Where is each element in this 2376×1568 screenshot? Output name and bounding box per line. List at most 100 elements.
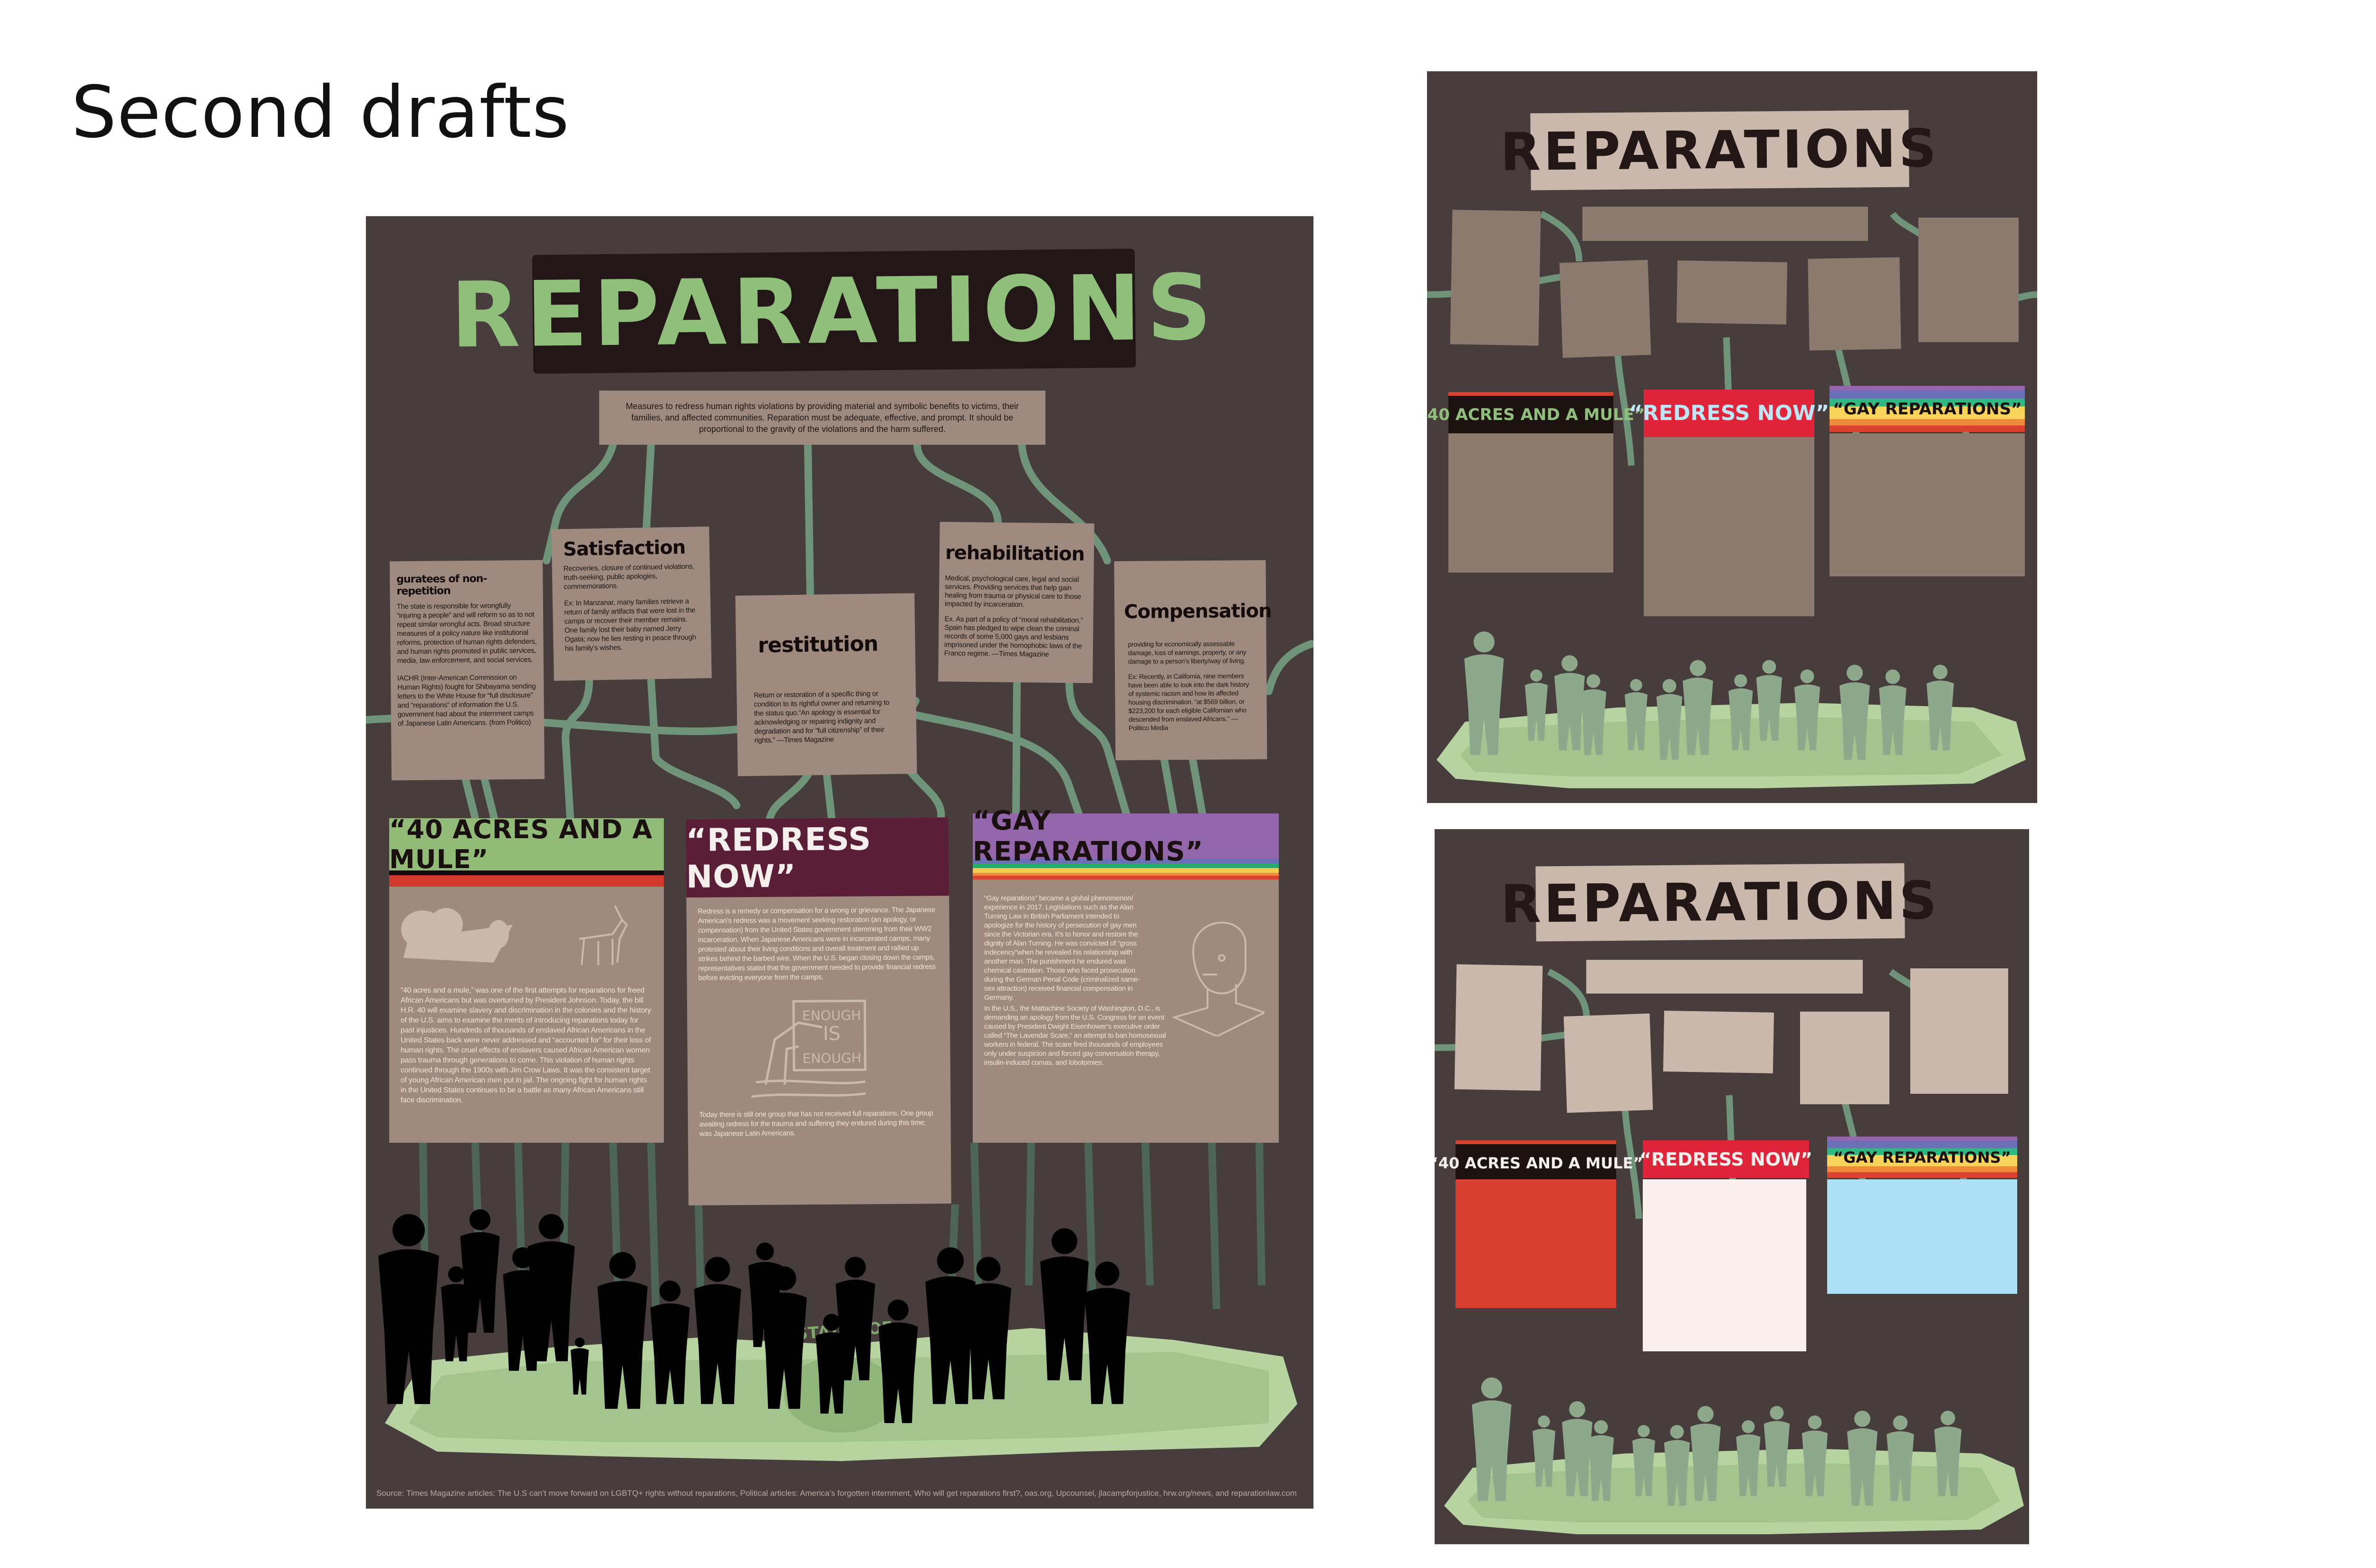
sign-line: ENOUGH (802, 1007, 861, 1023)
campaign-placeholder (1830, 433, 2025, 576)
person-silhouette (1533, 1415, 1555, 1487)
enough-is-enough-illustration: ENOUGH IS ENOUGH (699, 986, 939, 1107)
campaign-text: Today there is still one group that has … (699, 1109, 933, 1138)
campaign-placeholder-red (1455, 1179, 1616, 1309)
black-stripe (389, 870, 664, 875)
card-placeholder (1807, 257, 1901, 350)
card-rehabilitation: rehabilitation Medical, psychological ca… (938, 522, 1094, 683)
label-40-acres: “40 ACRES AND A MULE” (1435, 1140, 1643, 1182)
person-silhouette (1690, 1405, 1721, 1501)
person-silhouette (1887, 1415, 1914, 1501)
rainbow-stripe-red (973, 876, 1279, 880)
sign-line: ENOUGH (803, 1050, 862, 1066)
person-silhouette (1664, 1425, 1690, 1506)
person-silhouette (527, 1214, 575, 1361)
card-text: Ex. As part of a policy of “moral rehabi… (944, 615, 1083, 659)
card-text: Medical, psychological care, legal and s… (944, 574, 1081, 609)
person-silhouette (1683, 660, 1713, 755)
person-silhouette (441, 1266, 471, 1361)
campaign-title: “GAY REPARATIONS” (973, 805, 1204, 867)
label-text: “REDRESS NOW” (1639, 1148, 1813, 1170)
card-satisfaction: Satisfaction Recoveries, closure of cont… (551, 526, 712, 681)
campaign-text: In the U.S., the Mattachine Society of W… (984, 1004, 1166, 1067)
campaign-header: “REDRESS NOW” (686, 817, 949, 898)
card-heading: restitution (757, 631, 879, 658)
hand-sign-icon: ENOUGH IS ENOUGH (751, 999, 867, 1098)
card-placeholder (1800, 1011, 1889, 1105)
card-placeholder (1663, 1010, 1774, 1073)
person-silhouette (1632, 1425, 1655, 1496)
label-40-acres: “40 ACRES AND A MULE” (1427, 392, 1645, 439)
card-guarantees-of-non-repetition: guratees of non-repetition The state is … (389, 560, 545, 781)
person-silhouette (1472, 1377, 1512, 1501)
rainbow-stripe-yellow (973, 868, 1279, 873)
person-silhouette (1580, 674, 1607, 755)
dollar-crowd-illustration (1437, 631, 2026, 788)
campaign-placeholder-white (1642, 1179, 1806, 1351)
poster-title-banner: REPARATIONS (1500, 110, 1940, 190)
dollar-crowd-illustration: TED STATES OF (378, 1209, 1297, 1461)
campaign-header: “40 ACRES AND A MULE” (389, 814, 664, 874)
person-silhouette (570, 1338, 589, 1395)
source-citation: Source: Times Magazine articles: The U.S… (376, 1489, 1297, 1498)
person-silhouette (1656, 679, 1683, 760)
campaign-text: “40 acres and a mule,” was one of the fi… (401, 986, 651, 1104)
person-silhouette (761, 1266, 807, 1409)
campaign-text: “Gay reparations” became a global phenom… (984, 894, 1140, 1002)
campaign-redress-now: “REDRESS NOW” Redress is a remedy or com… (686, 817, 951, 1205)
alan-turing-portrait (1171, 921, 1265, 1036)
red-stripe (389, 875, 664, 887)
rainbow-stripe-blue (973, 859, 1279, 863)
card-placeholder (1450, 209, 1541, 346)
draft-poster-b: REPARATIONS “40 ACRES AND A MULE” “REDRE… (1435, 829, 2029, 1544)
campaign-body: “Gay reparations” became a global phenom… (973, 880, 1279, 1081)
poster-title: REPARATIONS (1500, 870, 1940, 935)
card-heading: Compensation (1124, 600, 1272, 623)
person-silhouette (1847, 1410, 1878, 1506)
definition-placeholder (1582, 206, 1868, 241)
campaign-placeholder (1448, 433, 1613, 573)
person-silhouette (694, 1257, 741, 1404)
label-text: “40 ACRES AND A MULE” (1427, 405, 1645, 425)
person-silhouette (1736, 1420, 1761, 1496)
person-silhouette (1879, 669, 1907, 755)
sign-line: IS (823, 1023, 841, 1045)
rainbow-stripe-orange (973, 873, 1279, 876)
definition-box: Measures to redress human rights violati… (599, 391, 1045, 445)
card-text: Return or restoration of a specific thin… (754, 689, 890, 745)
farm-mule-illustration (401, 905, 628, 966)
poster-title: REPARATIONS (1500, 117, 1940, 182)
card-placeholder (1677, 260, 1788, 325)
person-silhouette (1040, 1228, 1089, 1380)
person-silhouette (1625, 679, 1648, 750)
label-text: “GAY REPARATIONS” (1833, 1148, 2011, 1166)
person-silhouette (1464, 631, 1504, 755)
card-text: Recoveries, closure of continued violati… (563, 562, 695, 591)
person-silhouette (1756, 660, 1782, 741)
person-silhouette (597, 1252, 648, 1409)
person-silhouette (1728, 674, 1753, 750)
draft-poster-a: REPARATIONS “40 ACRES AND A MULE” “REDRE… (1427, 71, 2037, 803)
person-silhouette (925, 1247, 976, 1404)
person-silhouette (1588, 1420, 1614, 1501)
card-heading: Satisfaction (563, 536, 686, 561)
person-silhouette (1084, 1262, 1130, 1404)
dollar-crowd-illustration (1444, 1377, 2024, 1534)
card-text: The state is responsible for wrongfully … (396, 602, 537, 665)
label-text: “GAY REPARATIONS” (1833, 399, 2022, 419)
card-placeholder (1910, 968, 2009, 1094)
person-silhouette (1562, 1401, 1592, 1496)
main-poster: REPARATIONS Measures to redress human ri… (366, 216, 1313, 1509)
card-restitution: restitution Return or restoration of a s… (735, 593, 917, 776)
card-heading: rehabilitation (945, 542, 1085, 565)
page-title: Second drafts (71, 71, 570, 154)
person-silhouette (460, 1209, 500, 1333)
card-compensation: Compensation providing for economically … (1114, 560, 1272, 761)
label-redress-now: “REDRESS NOW” (1629, 389, 1829, 437)
label-gay-reparations: “GAY REPARATIONS” (1827, 1137, 2017, 1178)
rainbow-stripe-green (973, 863, 1279, 868)
person-silhouette (1926, 664, 1954, 750)
campaign-placeholder-blue (1827, 1179, 2017, 1294)
card-text: Ex: In Manzanar, many families retrieve … (564, 597, 696, 653)
label-gay-reparations: “GAY REPARATIONS” (1830, 386, 2025, 432)
